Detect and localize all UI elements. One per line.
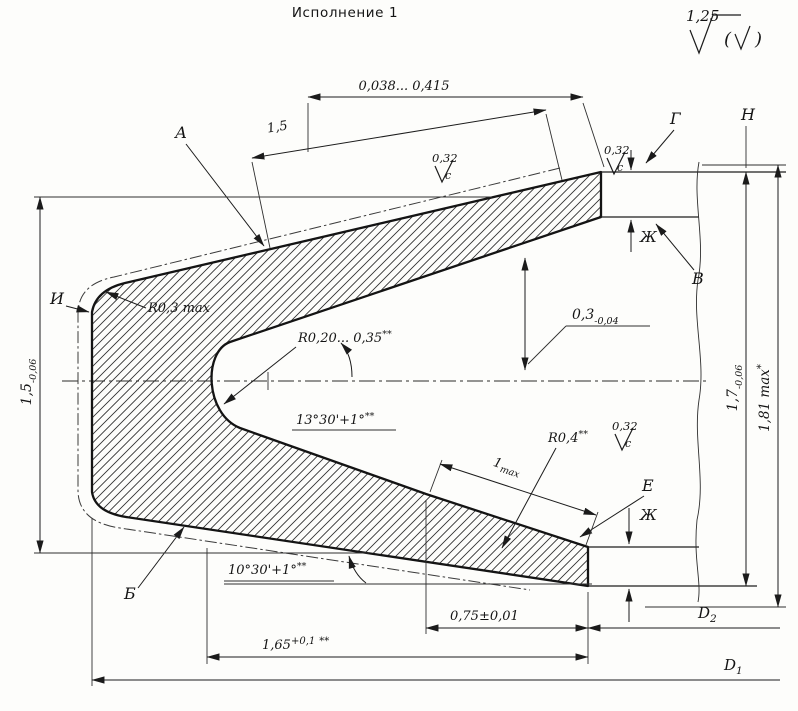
mating-part-lines xyxy=(588,161,786,608)
label-n: Н xyxy=(740,105,756,168)
roughness-value: 0,32 xyxy=(612,419,638,433)
dim-flat-length: 1,5 xyxy=(251,108,563,249)
roughness-mark-tip: 0,32 c xyxy=(604,143,630,176)
roughness-value: 0,32 xyxy=(604,143,630,157)
dim-tip-thickness-text: 0,3-0,04 xyxy=(572,307,619,327)
surface-label-g: Г xyxy=(669,109,682,128)
dim-d1: D1 xyxy=(91,518,780,686)
dim-flat-length-text: 1,5 xyxy=(266,118,289,136)
label-i: И xyxy=(49,289,90,313)
roughness-check-icon xyxy=(614,427,634,452)
radius-notch-text: R0,20... 0,35** xyxy=(297,329,392,346)
dim-notch-depth: 1,65+0,1** xyxy=(206,548,589,664)
surface-finish-check-icon xyxy=(689,14,741,55)
label-v: В xyxy=(655,223,704,288)
dim-slot-width: 0,75±0,01 xyxy=(425,500,589,664)
radius-tip-text: R0,4** xyxy=(547,429,588,446)
roughness-mark-lower: 0,32 c xyxy=(612,419,638,452)
roughness-grade: c xyxy=(445,169,451,182)
label-a: А xyxy=(174,123,265,247)
surface-label-zh: Ж xyxy=(639,228,658,246)
dim-d2: D2 xyxy=(587,604,780,632)
surface-finish-value: 1,25 xyxy=(686,7,719,25)
dim-angle-upper: 13°30'+1°** xyxy=(292,342,396,431)
roughness-grade: c xyxy=(617,161,623,174)
drawing-title: Исполнение 1 xyxy=(292,5,398,21)
label-g: Г xyxy=(645,109,682,164)
surface-label-b: Б xyxy=(123,584,136,603)
dim-d2-text: D2 xyxy=(697,604,717,625)
surface-label-i: И xyxy=(49,289,65,308)
dim-free-height-text: 1,81 max* xyxy=(756,364,773,432)
dim-angle-upper-text: 13°30'+1°** xyxy=(296,411,375,428)
roughness-check-icon xyxy=(606,151,626,176)
break-line xyxy=(695,161,702,603)
surface-label-v: В xyxy=(691,269,704,288)
label-zh-upper: Ж xyxy=(627,150,658,252)
finish-paren-open: ( xyxy=(724,29,732,50)
dim-height-right-text: 1,7-0,06 xyxy=(725,365,745,412)
radius-left-text: R0,3 max xyxy=(147,301,211,316)
dim-slot-width-text: 0,75±0,01 xyxy=(450,609,519,624)
surface-label-e: Е xyxy=(641,476,654,495)
roughness-check-icon xyxy=(434,159,454,184)
dim-height-right: 1,7-0,06 xyxy=(725,171,750,587)
dim-angle-lower: 10°30'+1°** xyxy=(224,555,592,585)
dim-free-height: 1,81 max* xyxy=(756,164,782,608)
label-e: Е xyxy=(579,476,654,538)
roughness-check-icon xyxy=(734,25,751,51)
surface-label-zh: Ж xyxy=(639,506,658,524)
radius-callout-notch: R0,20... 0,35** xyxy=(223,329,392,405)
surface-label-a: А xyxy=(174,123,187,142)
dim-d1-text: D1 xyxy=(723,656,743,677)
surface-finish-note: 1,25 ( ) xyxy=(686,7,762,55)
roughness-mark-top: 0,32 c xyxy=(432,151,458,184)
roughness-value: 0,32 xyxy=(432,151,458,165)
dim-angle-lower-text: 10°30'+1°** xyxy=(228,561,307,578)
dim-tip-thickness: 0,3-0,04 xyxy=(521,257,650,371)
radius-callout-left: R0,3 max xyxy=(105,291,211,316)
dim-taper-length-text: 1max xyxy=(491,455,524,481)
dim-height-left: 1,5-0,06 xyxy=(19,196,492,554)
label-b: Б xyxy=(123,526,185,603)
roughness-grade: c xyxy=(625,437,631,450)
dim-gap-text: 0,038... 0,415 xyxy=(359,79,450,94)
finish-paren-close: ) xyxy=(754,29,762,50)
part-cross-section xyxy=(90,170,603,588)
free-state-outline xyxy=(77,167,561,591)
dim-height-left-text: 1,5-0,06 xyxy=(19,359,39,406)
dim-notch-depth-text: 1,65+0,1** xyxy=(262,636,329,653)
surface-label-n: Н xyxy=(740,105,756,124)
label-zh-lower: Ж xyxy=(625,506,658,622)
